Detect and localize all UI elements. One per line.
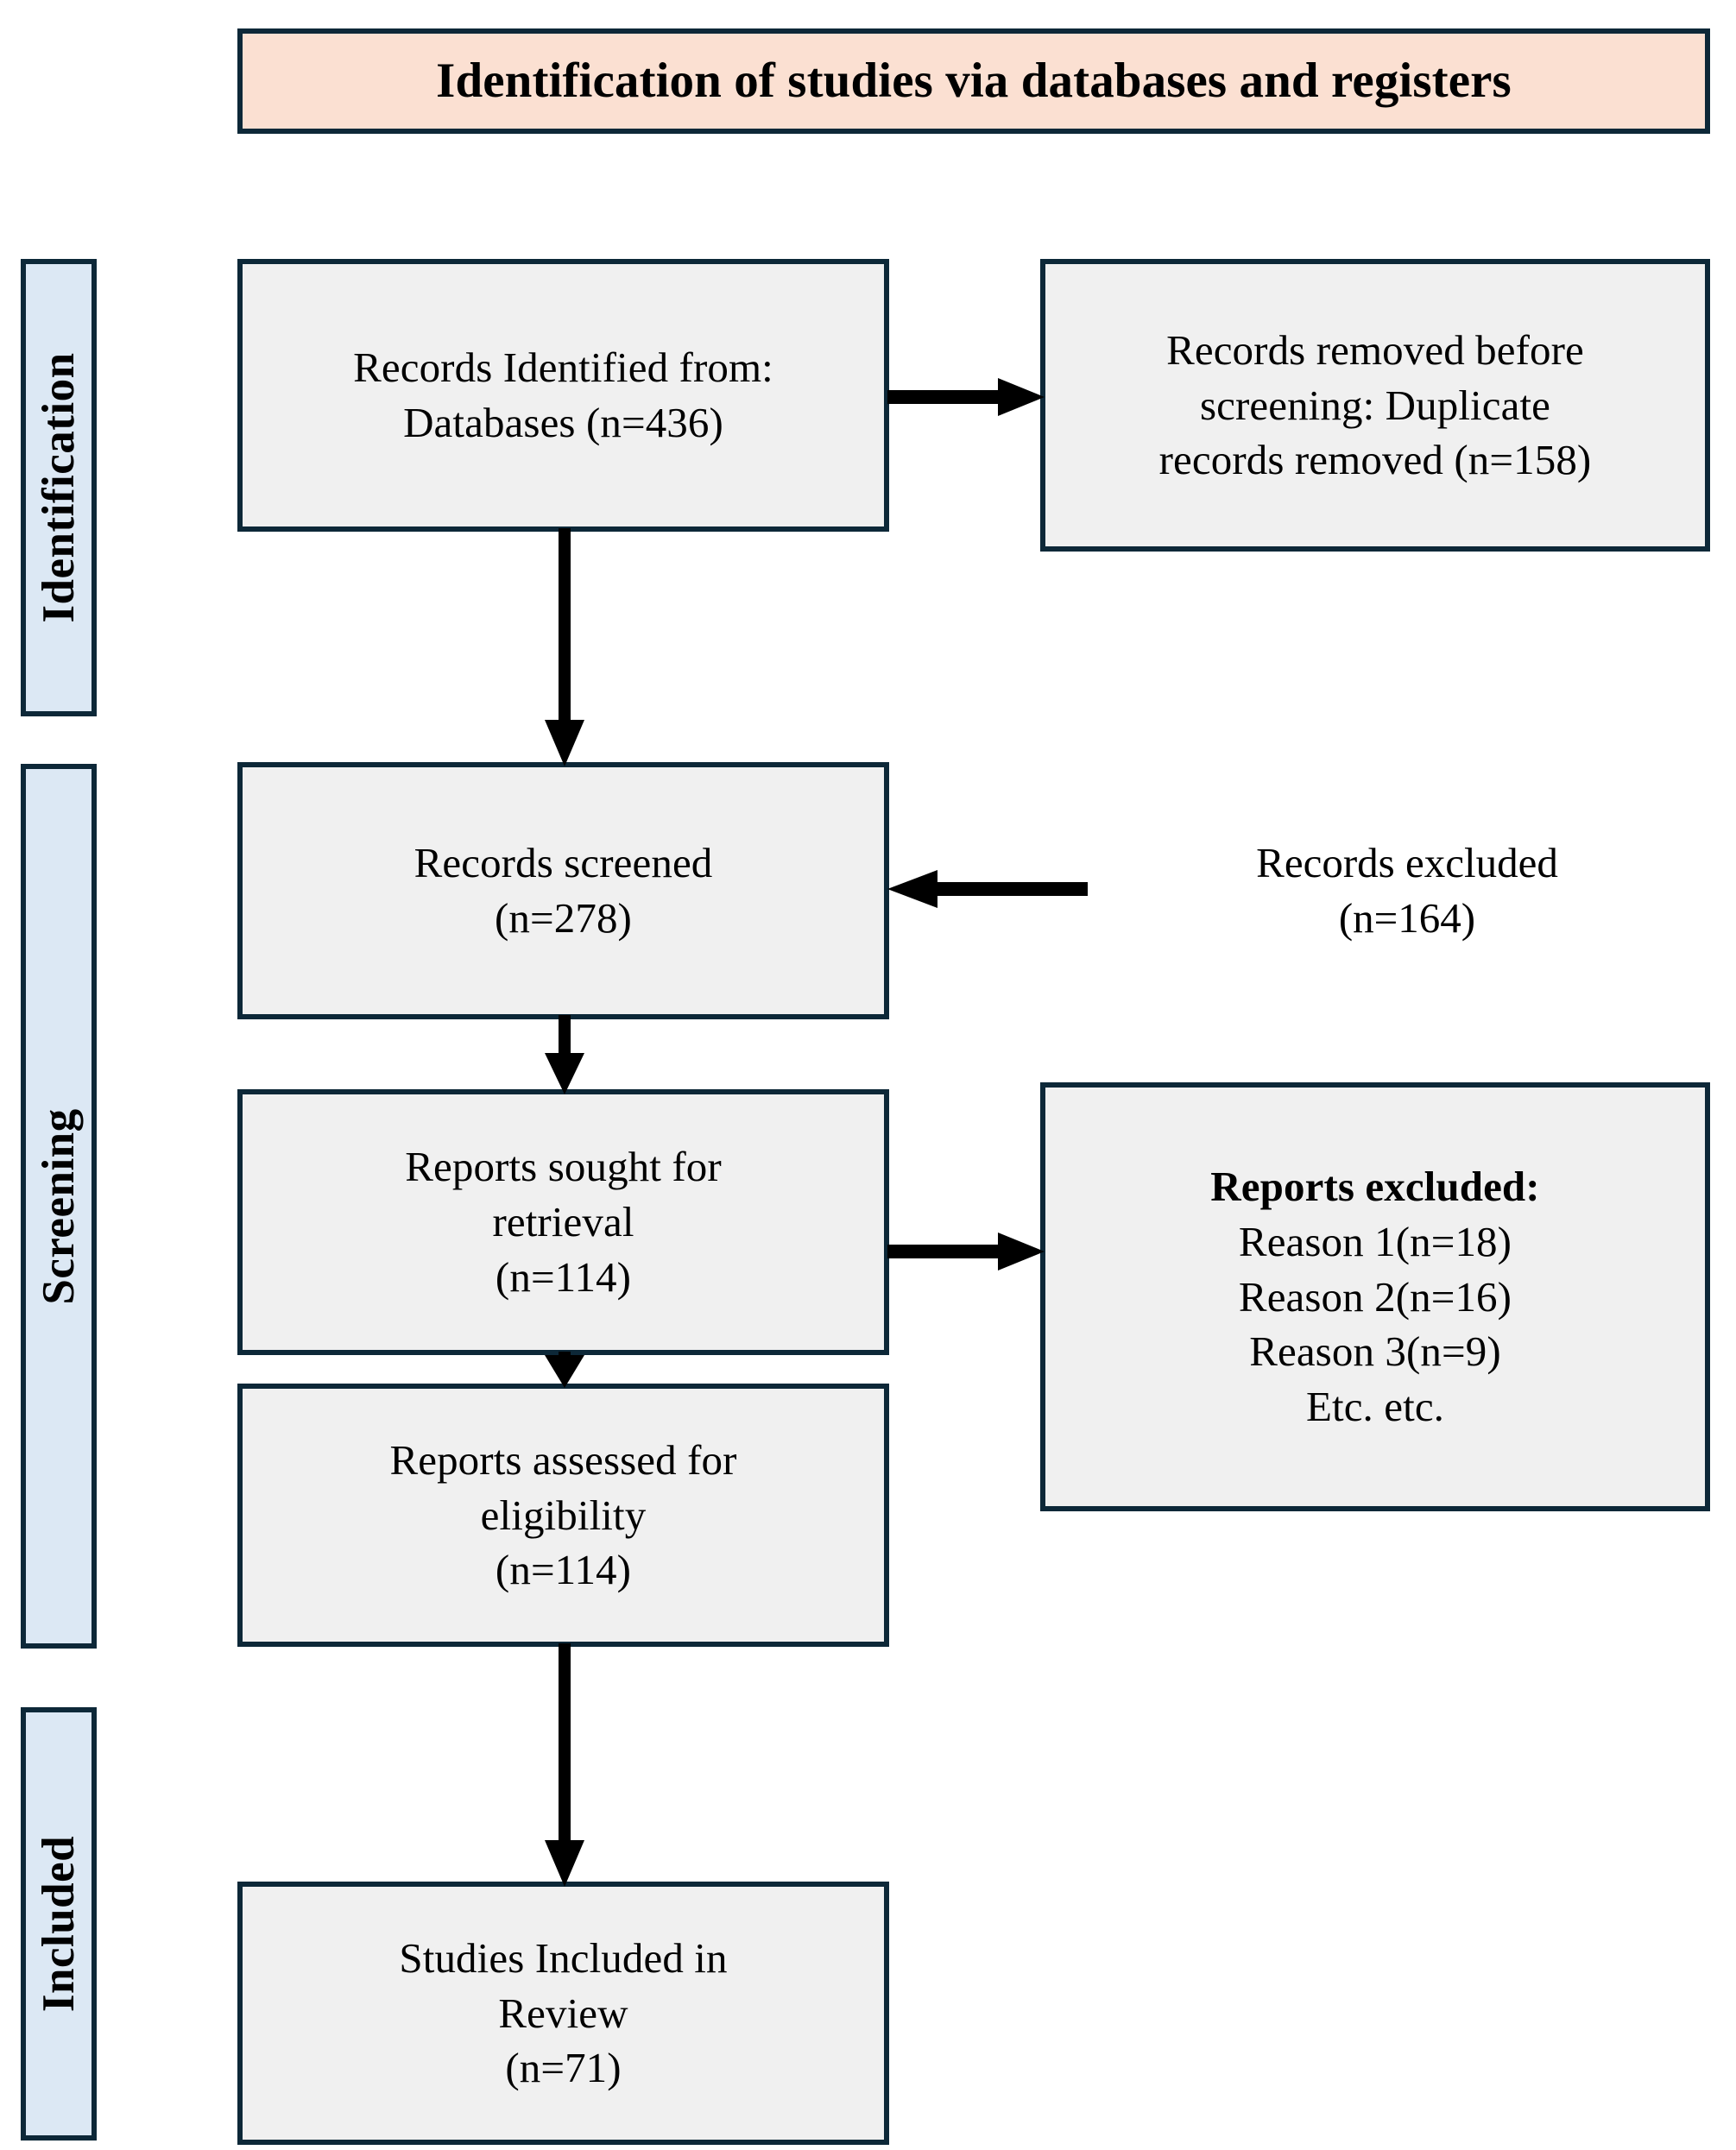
label-records-excluded: Records excluded (n=164) [1122, 835, 1692, 945]
box-reports-excluded-reason-2: Reason 2(n=16) [1238, 1272, 1512, 1321]
box-records-identified-line2: Databases (n=436) [403, 399, 723, 446]
box-reports-sought-text: Reports sought for retrieval (n=114) [389, 1139, 737, 1304]
box-reports-sought-for-retrieval: Reports sought for retrieval (n=114) [237, 1089, 889, 1355]
stage-label-screening-text: Screening [34, 1107, 84, 1305]
stage-label-screening: Screening [21, 764, 97, 1649]
box-reports-sought-line3: (n=114) [495, 1252, 632, 1301]
box-reports-assessed-for-eligibility: Reports assessed for eligibility (n=114) [237, 1384, 889, 1647]
box-records-identified-text: Records Identified from: Databases (n=43… [338, 340, 789, 450]
box-records-removed: Records removed before screening: Duplic… [1040, 259, 1710, 552]
box-records-screened-line1: Records screened [413, 839, 713, 887]
box-reports-assessed-text: Reports assessed for eligibility (n=114) [374, 1433, 752, 1598]
stage-label-included: Included [21, 1707, 97, 2141]
box-records-identified: Records Identified from: Databases (n=43… [237, 259, 889, 532]
box-records-screened-text: Records screened (n=278) [399, 835, 729, 945]
box-records-removed-line2: screening: Duplicate [1199, 381, 1551, 429]
box-reports-excluded-etc: Etc. etc. [1305, 1383, 1445, 1431]
diagram-title-banner: Identification of studies via databases … [237, 28, 1710, 134]
box-reports-sought-line2: retrieval [492, 1198, 634, 1246]
box-studies-included-line2: Review [498, 1989, 628, 2037]
box-studies-included-in-review: Studies Included in Review (n=71) [237, 1882, 889, 2145]
stage-label-identification: Identification [21, 259, 97, 716]
box-studies-included-line3: (n=71) [505, 2044, 622, 2092]
box-studies-included-line1: Studies Included in [399, 1933, 728, 1982]
box-reports-excluded-heading: Reports excluded: [1210, 1163, 1540, 1211]
box-records-removed-text: Records removed before screening: Duplic… [1144, 323, 1607, 488]
box-reports-excluded-text: Reports excluded: Reason 1(n=18) Reason … [1195, 1159, 1555, 1434]
box-studies-included-text: Studies Included in Review (n=71) [383, 1931, 742, 2096]
arrow-down-sought-to-assessed [539, 1352, 590, 1388]
label-records-excluded-line2: (n=164) [1338, 893, 1476, 942]
arrow-down-identified-to-screened [539, 528, 590, 766]
box-reports-assessed-line3: (n=114) [495, 1546, 632, 1594]
box-records-screened: Records screened (n=278) [237, 762, 889, 1019]
box-records-identified-line1: Records Identified from: [353, 344, 773, 392]
arrow-left-records-excluded-to-screened [887, 863, 1088, 915]
label-records-excluded-line1: Records excluded [1256, 839, 1558, 886]
box-reports-excluded: Reports excluded: Reason 1(n=18) Reason … [1040, 1082, 1710, 1511]
box-records-removed-line1: Records removed before [1166, 325, 1584, 374]
stage-label-included-text: Included [34, 1835, 84, 2013]
arrow-right-identified-to-removed [887, 371, 1045, 423]
box-reports-assessed-line1: Reports assessed for [389, 1435, 737, 1484]
box-records-removed-line3: records removed (n=158) [1158, 436, 1592, 484]
box-records-screened-line2: (n=278) [495, 894, 632, 942]
box-reports-excluded-reason-3: Reason 3(n=9) [1249, 1327, 1501, 1376]
arrow-down-screened-to-sought [539, 1015, 590, 1094]
arrow-right-sought-to-reports-excluded [887, 1226, 1045, 1277]
box-reports-sought-line1: Reports sought for [405, 1143, 722, 1191]
box-reports-excluded-reason-1: Reason 1(n=18) [1238, 1217, 1512, 1265]
arrow-down-assessed-to-included [539, 1643, 590, 1887]
box-reports-assessed-line2: eligibility [480, 1491, 647, 1539]
stage-label-identification-text: Identification [34, 352, 84, 623]
diagram-title: Identification of studies via databases … [436, 53, 1512, 108]
